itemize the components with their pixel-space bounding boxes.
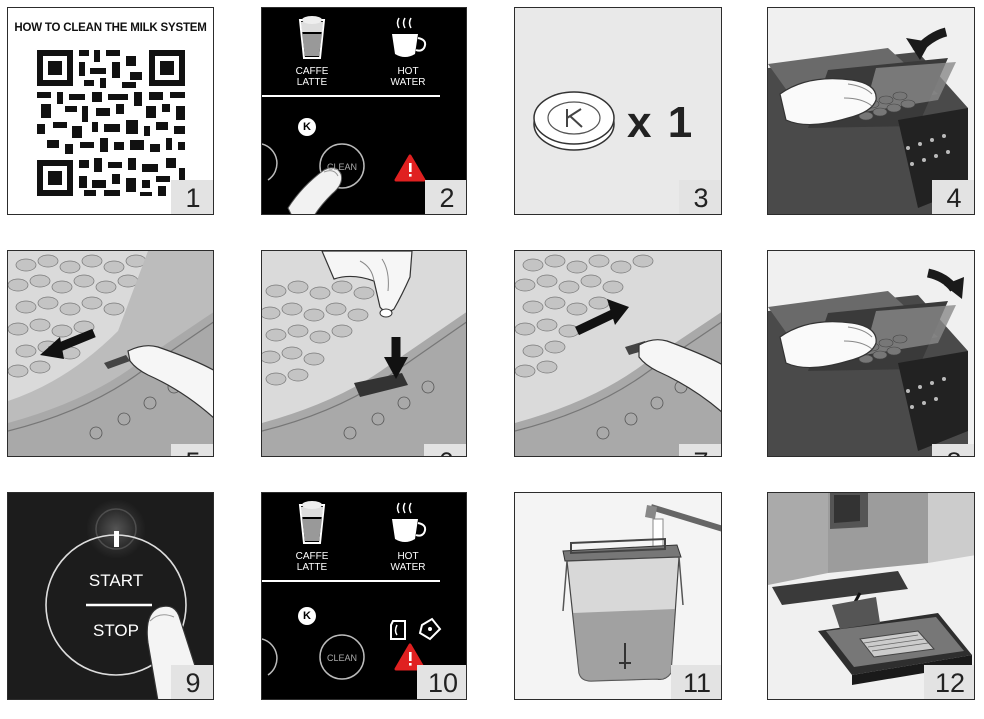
- step-4-panel: 4: [767, 7, 975, 215]
- step-number: 2: [425, 180, 467, 215]
- push-down-illustration: [262, 251, 467, 457]
- step-12-panel: 12: [767, 492, 975, 700]
- step-10-panel: CAFFE LATTE HOT WATER K CLEAN 10: [261, 492, 467, 700]
- step-number: 9: [171, 665, 214, 700]
- step-number: 1: [171, 180, 214, 215]
- caffe-latte-label: CAFFE LATTE: [284, 551, 340, 573]
- step-9-panel: START STOP 9: [7, 492, 214, 700]
- step-7-panel: 7: [514, 250, 722, 457]
- start-label: START: [72, 571, 160, 591]
- step-number: 5: [171, 444, 214, 457]
- step-number: 7: [679, 444, 722, 457]
- k-logo-icon: K: [298, 607, 316, 625]
- clean-button-label: CLEAN: [320, 653, 364, 664]
- slide-left-illustration: [8, 251, 214, 457]
- caffe-latte-label: CAFFE LATTE: [284, 66, 340, 88]
- step-number: 11: [671, 665, 722, 700]
- step-3-panel: x 1 3: [514, 7, 722, 215]
- step-number: 8: [932, 444, 975, 457]
- step-5-panel: 5: [7, 250, 214, 457]
- step-6-panel: 6: [261, 250, 467, 457]
- step-number: 4: [932, 180, 975, 215]
- hot-water-label: HOT WATER: [380, 66, 436, 88]
- k-logo-icon: K: [298, 118, 316, 136]
- clean-button-label: CLEAN: [320, 162, 364, 173]
- step-number: 12: [924, 665, 975, 700]
- step-number: 3: [679, 180, 722, 215]
- step-2-panel: CAFFE LATTE HOT WATER K CLEAN 2: [261, 7, 467, 215]
- step-number: 10: [417, 665, 467, 700]
- tablet-quantity: x 1: [627, 98, 694, 148]
- stop-label: STOP: [72, 621, 160, 641]
- step-1-panel: HOW TO CLEAN THE MILK SYSTEM 1: [7, 7, 214, 215]
- step-11-panel: 11: [514, 492, 722, 700]
- slide-right-illustration: [515, 251, 722, 457]
- step-8-panel: 8: [767, 250, 975, 457]
- step-number: 6: [424, 444, 467, 457]
- hot-water-label: HOT WATER: [380, 551, 436, 573]
- close-bean-lid-illustration: [768, 251, 975, 457]
